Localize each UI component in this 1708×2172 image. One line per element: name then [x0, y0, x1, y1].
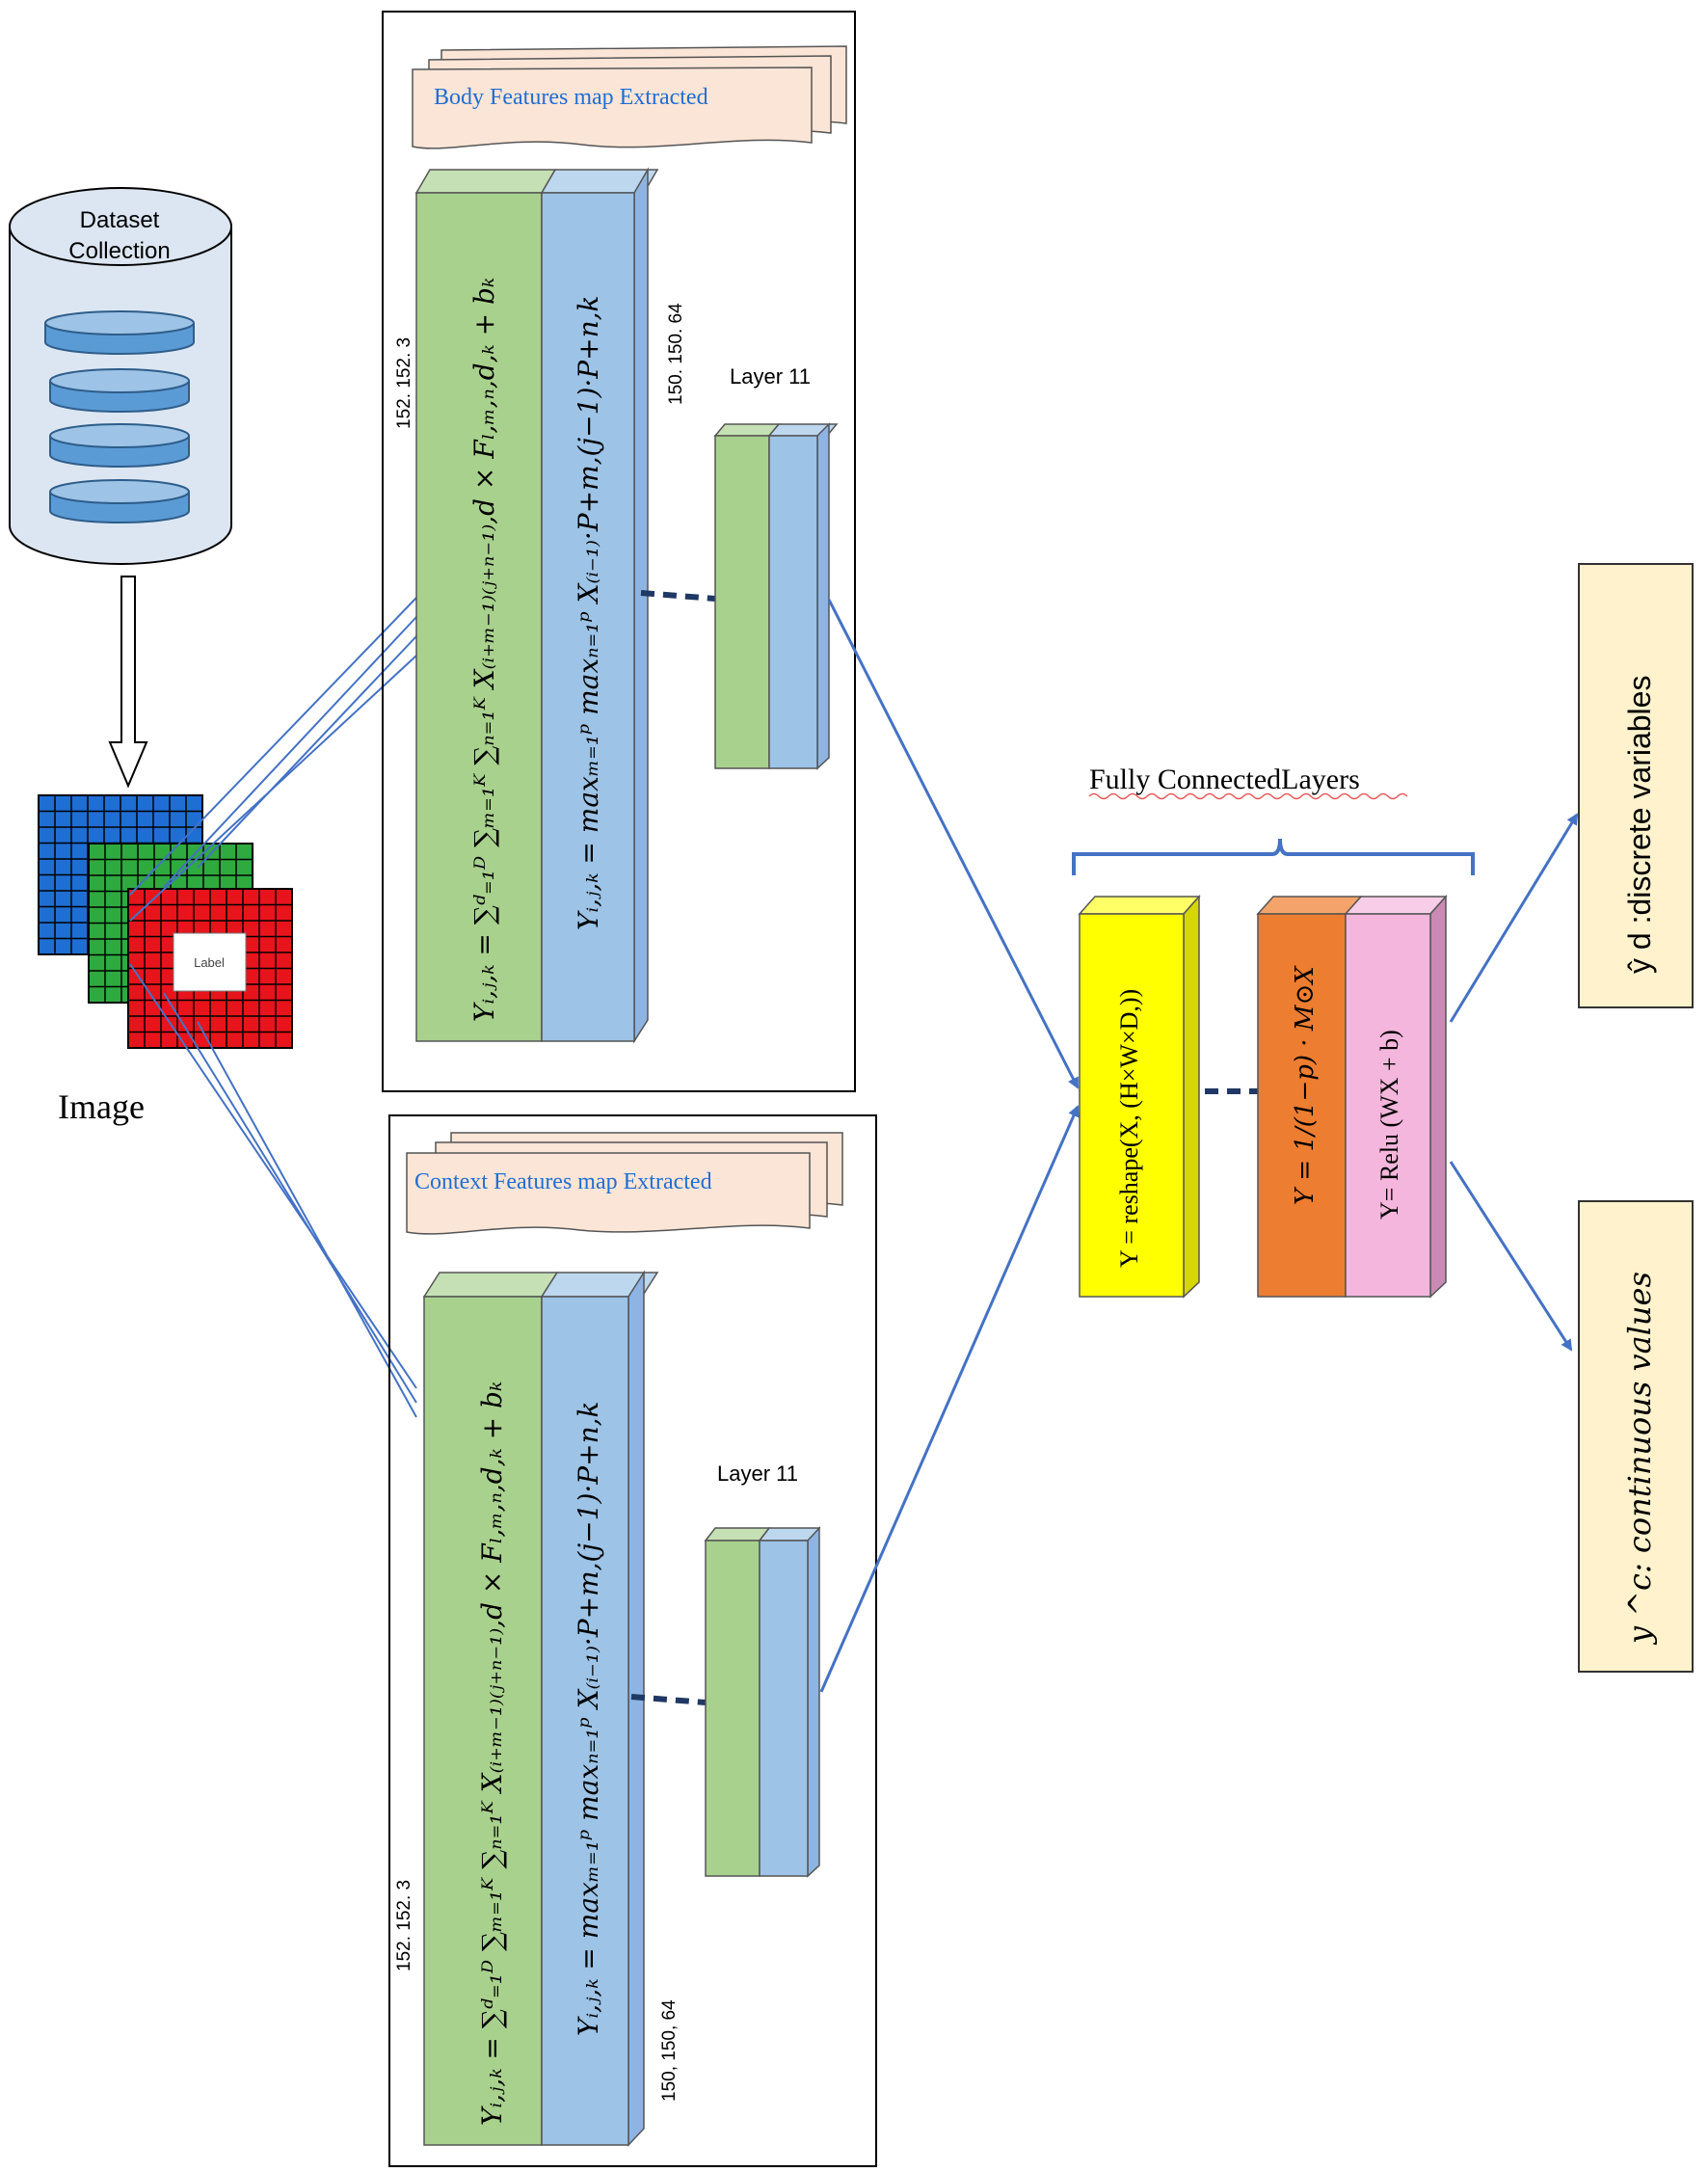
reshape-formula: Y = reshape(X, (H×W×D,))	[1115, 989, 1143, 1268]
context-pool-formula: Yᵢ,ⱼ,ₖ = maxₘ₌₁ᵖ maxₙ₌₁ᵖ X₍ᵢ₋₁₎·P+m,(j−1…	[573, 1402, 604, 2036]
relu-formula: Y= Relu (WX + b)	[1375, 1030, 1403, 1220]
context-dashed-connector	[630, 1694, 707, 1705]
image-connector-lines	[129, 597, 417, 1418]
context-branch-frame	[388, 1114, 877, 2167]
body-output-dims: 150. 150. 64	[666, 303, 686, 405]
context-conv-block	[422, 1272, 559, 2146]
fc-title: Fully ConnectedLayers	[1089, 764, 1360, 795]
body-pool-formula: Yᵢ,ⱼ,ₖ = maxₘ₌₁ᵖ maxₙ₌₁ᵖ X₍ᵢ₋₁₎·P+m,(j−1…	[573, 296, 604, 930]
input-image-stack: Label	[38, 794, 293, 1049]
label-box-text: Label	[194, 955, 225, 970]
discrete-output-box: ŷ d :discrete variables	[1578, 563, 1694, 1008]
dataset-cylinder: Dataset Collection	[9, 187, 232, 565]
context-title-sheets	[406, 1132, 843, 1235]
image-caption: Image	[58, 1087, 145, 1126]
fully-connected-section: Fully ConnectedLayers Y = reshape(X, (H×…	[1072, 764, 1475, 1299]
discrete-output-label: ŷ d :discrete variables	[1622, 676, 1657, 974]
body-branch: Body Features map Extracted Yᵢ,ⱼ,ₖ = ∑ᵈ₌…	[382, 11, 856, 1092]
context-input-dims: 152. 152. 3	[394, 1880, 414, 1971]
dropout-block	[1256, 896, 1363, 1298]
body-input-dims: 152. 152. 3	[394, 337, 414, 429]
relu-block	[1344, 895, 1448, 1299]
body-to-fc-arrow	[827, 599, 1080, 1089]
continuous-output-label: y ^c: continuous values	[1621, 1272, 1658, 1646]
body-conv-formula: Yᵢ,ⱼ,ₖ = ∑ᵈ₌₁ᴰ ∑ₘ₌₁ᴷ ∑ₙ₌₁ᴷ X₍ᵢ₊ₘ₋₁₎₍ⱼ₊ₙ₋…	[468, 278, 500, 1022]
context-pool-block	[540, 1270, 659, 2147]
dropout-formula: Y = 1/(1−p) · M⊙X	[1291, 965, 1320, 1205]
hollow-down-arrow	[108, 576, 148, 789]
body-branch-frame	[382, 11, 856, 1092]
context-layer-label: Layer 11	[717, 1461, 798, 1486]
fc-to-discrete-arrow	[1449, 813, 1579, 1023]
database-disk-icon	[44, 310, 195, 523]
body-layer-label: Layer 11	[730, 364, 811, 389]
context-to-fc-arrow	[819, 1105, 1080, 1693]
context-conv-formula: Yᵢ,ⱼ,ₖ = ∑ᵈ₌₁ᴰ ∑ₘ₌₁ᴷ ∑ₙ₌₁ᴷ X₍ᵢ₊ₘ₋₁₎₍ⱼ₊ₙ₋…	[476, 1381, 508, 2126]
fc-title-underline	[1088, 792, 1408, 800]
dataset-label-line1: Dataset	[80, 207, 160, 233]
context-layer11-block	[704, 1526, 821, 1878]
dataset-label-line2: Collection	[68, 238, 170, 264]
context-branch-title: Context Features map Extracted	[414, 1169, 712, 1194]
label-box	[173, 932, 247, 992]
body-dashed-connector	[640, 590, 716, 602]
reshape-block	[1078, 895, 1201, 1299]
fc-to-continuous-arrow	[1449, 1161, 1573, 1352]
body-layer11-block	[713, 422, 839, 770]
continuous-output-box: y ^c: continuous values	[1578, 1200, 1694, 1673]
context-branch: Context Features map Extracted Yᵢ,ⱼ,ₖ = …	[388, 1114, 877, 2167]
fc-brace	[1072, 838, 1475, 875]
body-title-sheets	[412, 45, 847, 149]
body-pool-block	[540, 167, 659, 1044]
body-branch-title: Body Features map Extracted	[434, 85, 708, 110]
context-output-dims: 150, 150, 64	[659, 1999, 680, 2102]
